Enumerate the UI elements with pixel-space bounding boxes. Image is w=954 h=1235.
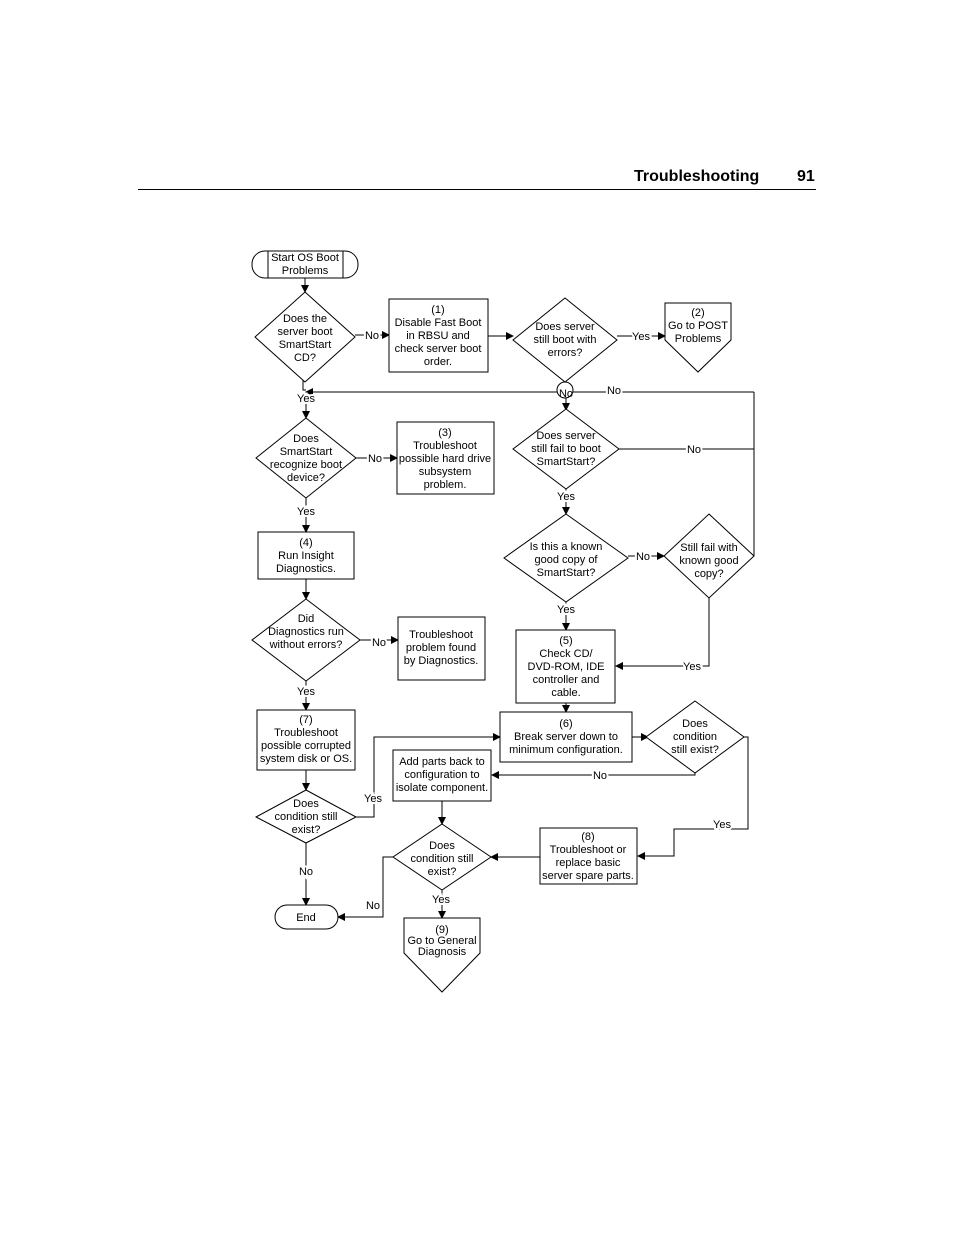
edge-label-yes: Yes — [297, 686, 315, 698]
page-number: 91 — [797, 168, 815, 185]
edge-labels: No Yes No No Yes No No Yes Yes No Yes No… — [295, 328, 733, 914]
edge-label-yes: Yes — [364, 793, 382, 805]
edge-label-no: No — [299, 866, 313, 878]
edge-label-no: No — [365, 330, 379, 342]
edge-label-no: No — [687, 444, 701, 456]
header-rule — [138, 189, 816, 190]
edge-label-no: No — [636, 551, 650, 563]
edge-label-no: No — [607, 385, 621, 397]
connectors — [301, 277, 755, 921]
edge-label-no: No — [559, 388, 573, 400]
edge-label-yes: Yes — [683, 661, 701, 673]
running-header-title: Troubleshooting — [634, 168, 760, 185]
edge-label-no: No — [593, 770, 607, 782]
edge-label-yes: Yes — [557, 491, 575, 503]
edge-label-no: No — [366, 900, 380, 912]
edge-label-yes: Yes — [432, 894, 450, 906]
edge-label-no: No — [368, 453, 382, 465]
edge-label-yes: Yes — [297, 393, 315, 405]
svg-text:End: End — [296, 912, 316, 924]
edge-label-yes: Yes — [632, 331, 650, 343]
edge-label-no: No — [372, 637, 386, 649]
edge-label-yes: Yes — [297, 506, 315, 518]
end-terminator: End — [274, 904, 339, 930]
edge-label-yes: Yes — [713, 819, 731, 831]
edge-label-yes: Yes — [557, 604, 575, 616]
